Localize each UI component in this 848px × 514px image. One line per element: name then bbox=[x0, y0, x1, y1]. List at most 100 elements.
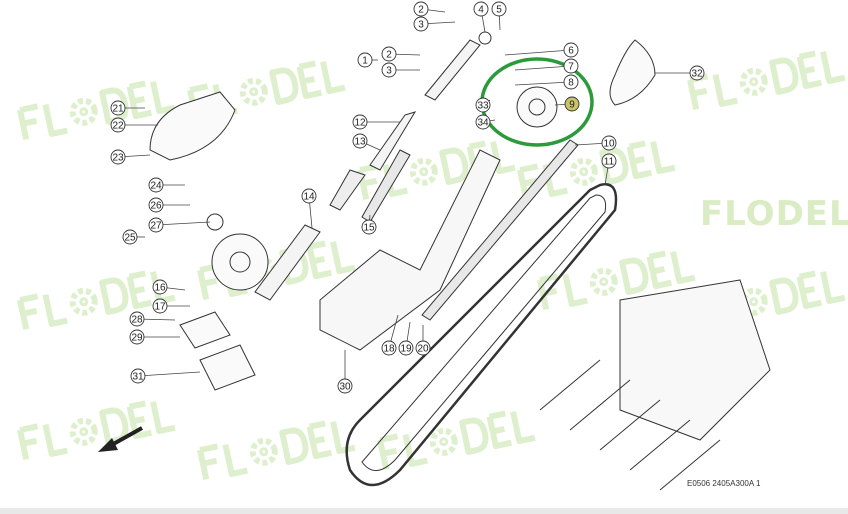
callout-2: 2 bbox=[413, 1, 446, 17]
callout-circle bbox=[491, 1, 507, 17]
callout-8: 8 bbox=[514, 74, 579, 90]
callout-26: 26 bbox=[148, 197, 190, 213]
callout-circle bbox=[122, 229, 138, 245]
highlighted-sprocket bbox=[516, 86, 558, 128]
callout-33: 33 bbox=[475, 97, 491, 113]
callout-27: 27 bbox=[148, 217, 211, 233]
drive-sprocket bbox=[211, 233, 269, 291]
callout-number: 26 bbox=[150, 201, 162, 212]
header-frame bbox=[619, 279, 771, 441]
callout-19: 19 bbox=[398, 321, 414, 356]
callout-number: 23 bbox=[112, 153, 124, 164]
callout-number: 18 bbox=[383, 344, 395, 355]
callout-29: 29 bbox=[129, 329, 180, 345]
link-arm-joint bbox=[478, 31, 492, 45]
callout-circle bbox=[337, 378, 353, 394]
plate-lower bbox=[199, 344, 256, 391]
callout-6: 6 bbox=[504, 42, 579, 58]
callout-17: 17 bbox=[152, 298, 190, 314]
callout-number: 1 bbox=[362, 56, 368, 67]
callout-number: 7 bbox=[568, 62, 574, 73]
callout-number: 8 bbox=[568, 78, 574, 89]
callout-14: 14 bbox=[301, 188, 317, 229]
callout-number: 31 bbox=[132, 372, 144, 383]
callout-number: 32 bbox=[691, 69, 703, 80]
callout-number: 3 bbox=[418, 20, 424, 31]
callout-number: 24 bbox=[150, 181, 162, 192]
callout-number: 10 bbox=[603, 139, 615, 150]
callout-circle bbox=[110, 149, 126, 165]
callout-number: 27 bbox=[150, 221, 162, 232]
callout-number: 21 bbox=[112, 104, 124, 115]
callout-number: 4 bbox=[478, 5, 484, 16]
callout-number: 29 bbox=[131, 333, 143, 344]
callout-15: 15 bbox=[361, 214, 377, 235]
callout-circle bbox=[381, 340, 397, 356]
callout-22: 22 bbox=[110, 117, 158, 133]
callout-number: 11 bbox=[604, 157, 615, 168]
shaft bbox=[369, 111, 417, 171]
callout-7: 7 bbox=[514, 58, 579, 74]
callout-3: 3 bbox=[413, 16, 456, 32]
shield bbox=[149, 91, 236, 161]
callout-11: 11 bbox=[601, 153, 617, 186]
callout-circle bbox=[352, 133, 368, 149]
leader-line bbox=[504, 49, 572, 56]
callout-number: 19 bbox=[400, 344, 412, 355]
callout-number: 3 bbox=[386, 66, 392, 77]
callout-circle bbox=[689, 65, 705, 81]
callout-25: 25 bbox=[122, 229, 145, 245]
leader-line bbox=[137, 371, 201, 377]
callout-circle bbox=[352, 114, 368, 130]
callout-circle bbox=[110, 117, 126, 133]
callout-circle bbox=[475, 114, 491, 130]
callout-5: 5 bbox=[491, 1, 507, 31]
callout-number: 13 bbox=[354, 137, 366, 148]
bracket bbox=[609, 39, 656, 106]
callout-circle bbox=[563, 42, 579, 58]
callout-number: 30 bbox=[339, 382, 351, 393]
callout-number: 33 bbox=[477, 101, 489, 112]
callout-34: 34 bbox=[475, 114, 496, 130]
callout-circle bbox=[413, 1, 429, 17]
callout-number: 6 bbox=[568, 46, 574, 57]
callout-circle bbox=[563, 58, 579, 74]
leader-line bbox=[514, 81, 572, 86]
callout-12: 12 bbox=[352, 114, 400, 130]
callout-number: 17 bbox=[154, 302, 166, 313]
callout-circle bbox=[301, 188, 317, 204]
callout-32: 32 bbox=[655, 65, 705, 81]
housing bbox=[319, 149, 501, 351]
callout-circle bbox=[381, 62, 397, 78]
header-dividers bbox=[539, 359, 721, 491]
callout-number: 16 bbox=[154, 283, 166, 294]
callout-circle bbox=[601, 153, 617, 169]
callout-circle bbox=[148, 217, 164, 233]
callout-circle bbox=[148, 197, 164, 213]
callout-31: 31 bbox=[130, 368, 201, 384]
callout-28: 28 bbox=[129, 311, 176, 327]
watermark: FLODEL bbox=[700, 194, 848, 234]
callout-circle bbox=[110, 100, 126, 116]
callout-circle bbox=[152, 298, 168, 314]
chain-inner bbox=[361, 194, 607, 471]
leader-line bbox=[514, 65, 572, 71]
callout-circle bbox=[130, 368, 146, 384]
callout-circle bbox=[475, 97, 491, 113]
spring bbox=[329, 169, 366, 211]
callout-3: 3 bbox=[381, 62, 420, 78]
callout-number: 12 bbox=[354, 118, 366, 129]
callout-circle bbox=[601, 135, 617, 151]
callout-20: 20 bbox=[415, 325, 431, 356]
chain-outer bbox=[345, 183, 618, 487]
callout-circle bbox=[357, 52, 373, 68]
callout-circle bbox=[148, 177, 164, 193]
callout-circle bbox=[361, 219, 377, 235]
callout-number: 28 bbox=[131, 315, 143, 326]
callout-23: 23 bbox=[110, 149, 151, 165]
link-arm bbox=[424, 39, 481, 101]
callout-9: 9 bbox=[554, 96, 580, 112]
callout-16: 16 bbox=[152, 279, 186, 295]
